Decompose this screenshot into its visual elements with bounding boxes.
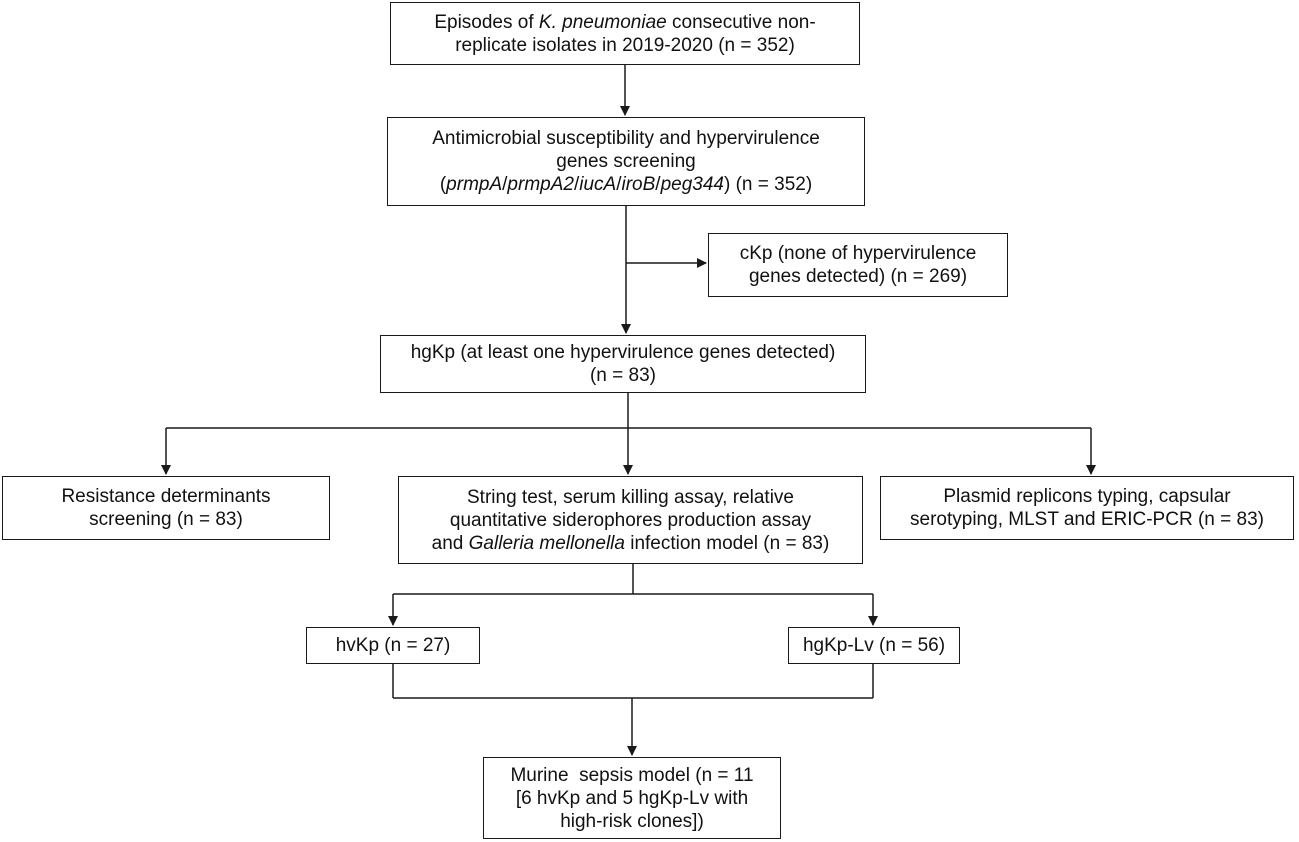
ckp-box: cKp (none of hypervirulence genes detect… [708,233,1008,297]
gene-irob: iroB [621,174,656,195]
hgkp-line1: hgKp (at least one hypervirulence genes … [410,342,836,363]
murine-line3: high-risk clones]) [560,810,704,832]
screening-line2: genes screening [556,151,696,172]
plasmid-line1: Plasmid replicons typing, capsular [943,486,1231,507]
resistance-box: Resistance determinants screening (n = 8… [2,476,330,540]
hgkp-lv-label: hgKp-Lv (n = 56) [802,635,946,656]
hgkp-box: hgKp (at least one hypervirulence genes … [380,335,866,393]
gene-prmpa: prmpA [446,174,503,195]
gene-prmpa2: prmpA2 [507,174,574,195]
string-test-box: String test, serum killing assay, relati… [398,476,863,564]
episodes-line1: Episodes of K. pneumoniae consecutive no… [434,11,816,33]
ckp-line2: genes detected) (n = 269) [748,266,968,287]
resistance-line1: Resistance determinants [61,486,271,507]
plasmid-box: Plasmid replicons typing, capsular serot… [880,476,1294,540]
screening-line1: Antimicrobial susceptibility and hypervi… [432,128,820,149]
screening-box: Antimicrobial susceptibility and hypervi… [387,117,865,206]
ckp-line1: cKp (none of hypervirulence [739,243,977,264]
gene-iuca: iucA [579,174,617,195]
species-name: K. pneumoniae [538,11,667,33]
screening-line3: (prmpA/prmpA2/iucA/iroB/peg344) (n = 352… [439,174,813,195]
gene-peg344: peg344 [660,174,724,195]
species-galleria: Galleria mellonella [468,532,625,554]
murine-line2: [6 hvKp and 5 hgKp-Lv with [515,787,749,809]
hvkp-label: hvKp (n = 27) [335,635,451,656]
hvkp-box: hvKp (n = 27) [306,627,480,664]
episodes-box: Episodes of K. pneumoniae consecutive no… [390,2,860,65]
plasmid-line2: serotyping, MLST and ERIC-PCR (n = 83) [910,509,1264,530]
resistance-line2: screening (n = 83) [89,509,243,530]
episodes-line2: replicate isolates in 2019-2020 (n = 352… [455,34,795,56]
murine-line1: Murine sepsis model (n = 11 [510,764,754,786]
hgkp-line2: (n = 83) [589,365,656,386]
string-test-line2: quantitative siderophores production ass… [449,509,812,531]
murine-box: Murine sepsis model (n = 11 [6 hvKp and … [483,757,781,839]
hgkp-lv-box: hgKp-Lv (n = 56) [788,627,960,664]
string-test-line1: String test, serum killing assay, relati… [467,486,794,508]
string-test-line3: and Galleria mellonella infection model … [431,532,830,554]
